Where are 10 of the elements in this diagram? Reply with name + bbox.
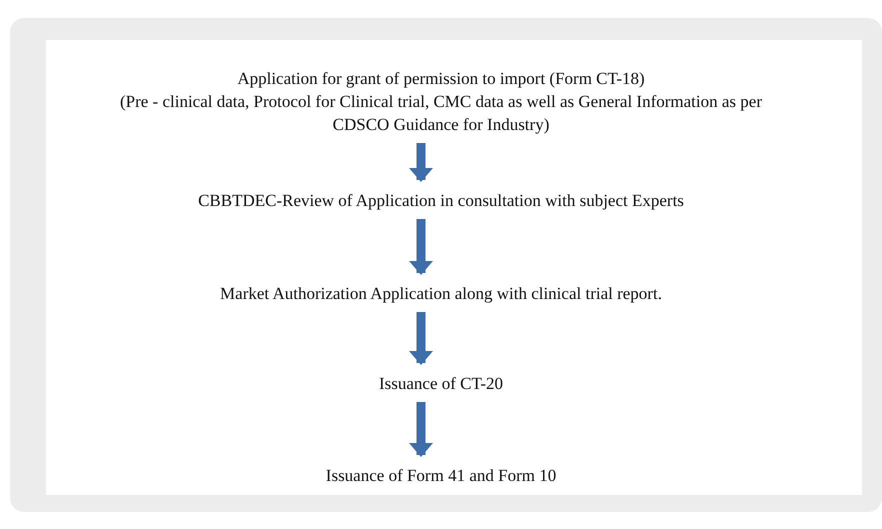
step-text: Market Authorization Application along with clinical trial report. <box>220 283 662 305</box>
block-arrow <box>409 402 433 457</box>
block-arrow <box>409 143 433 182</box>
step-text: CBBTDEC-Review of Application in consultation with subject Experts <box>198 190 684 212</box>
step-text: Application for grant of permission to import (Form CT-18) <box>236 68 646 90</box>
step-details: (Pre - clinical data, Protocol for Clinical trial, CMC data as well as General Information as per CDSCO Guidance for Industry) <box>118 91 763 136</box>
block-arrow <box>409 219 433 275</box>
block-arrow <box>409 312 433 365</box>
step-text: Issuance of Form 41 and Form 10 <box>326 465 556 487</box>
step-text: Issuance of CT-20 <box>379 373 503 395</box>
